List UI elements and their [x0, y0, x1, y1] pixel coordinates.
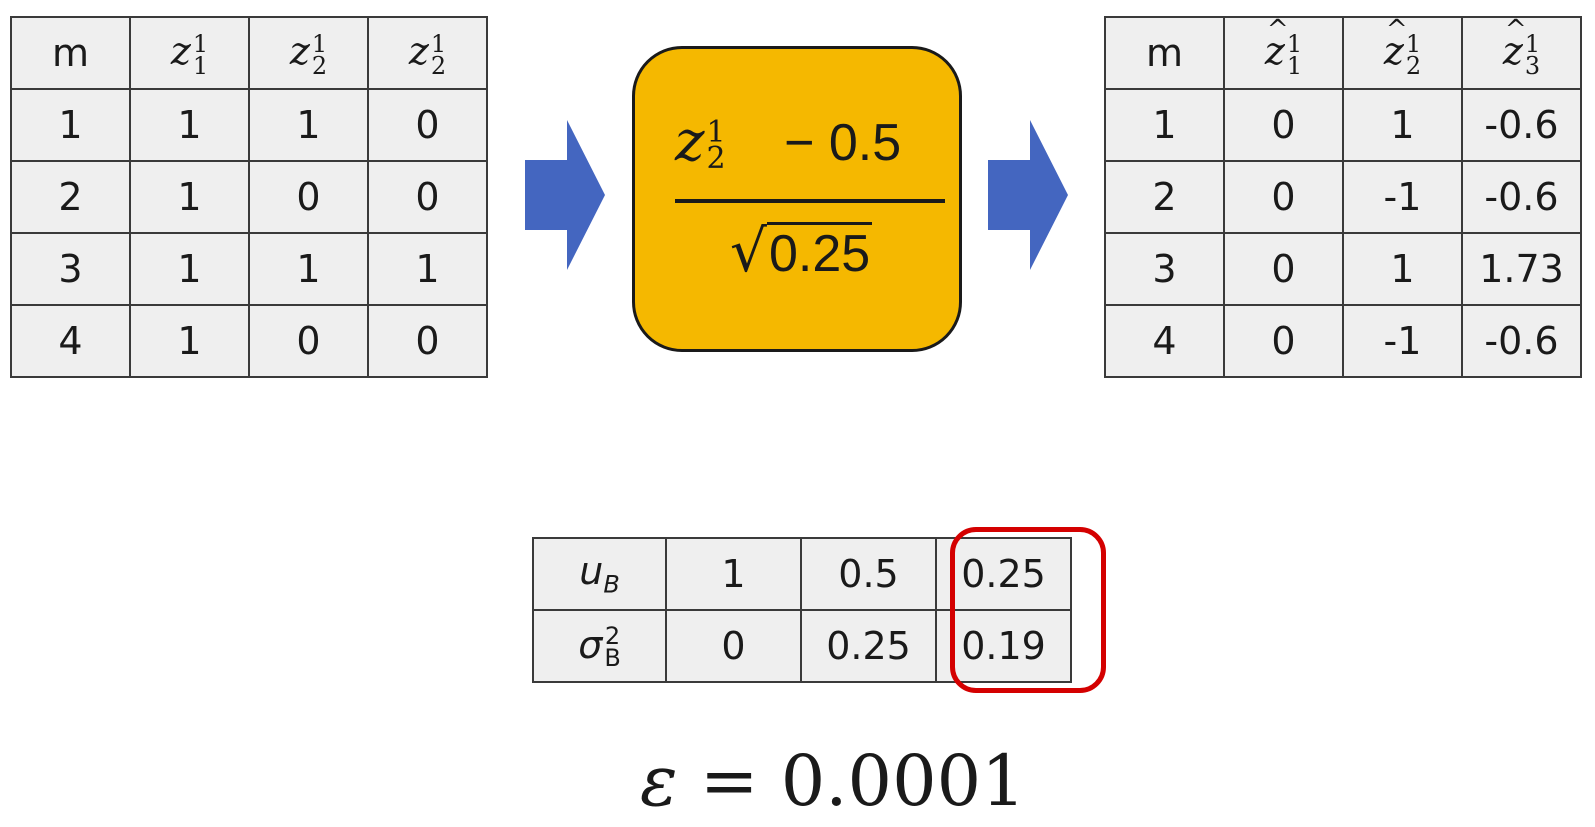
table-row: 4 0 -1 -0.6 [1104, 304, 1582, 378]
table-row: 1 0 1 -0.6 [1104, 88, 1582, 162]
table-cell: 1 [248, 88, 369, 162]
table-cell: 1 [248, 232, 369, 306]
table-cell: 4 [1104, 304, 1225, 378]
table-cell: 3 [10, 232, 131, 306]
table-row: 3 1 1 1 [10, 232, 488, 306]
output-header-cell: m [1104, 16, 1225, 90]
output-header-cell: z11 [1223, 15, 1344, 90]
table-row: 1 1 1 0 [10, 88, 488, 162]
output-header-cell: z12 [1342, 15, 1463, 90]
table-cell: 2 [1104, 160, 1225, 234]
table-cell: 1 [129, 88, 250, 162]
output-table: m z11 z12 z13 1 0 1 -0.6 2 0 -1 -0.6 3 0… [1104, 15, 1582, 378]
table-cell: 1 [1342, 232, 1463, 306]
right-arrow-icon [988, 120, 1068, 270]
mean-label: uB [532, 537, 667, 611]
arrow-shape [525, 120, 605, 270]
table-cell: 1 [367, 232, 488, 306]
formula-numerator-rest: − 0.5 [784, 114, 902, 172]
fraction-bar [675, 199, 945, 203]
epsilon-value: = 0.0001 [699, 740, 1026, 822]
input-header-cell: m [10, 16, 131, 90]
sqrt-icon: √ [730, 217, 767, 285]
table-cell: 1 [1104, 88, 1225, 162]
table-cell: 0 [1223, 232, 1344, 306]
table-cell: 1.73 [1461, 232, 1582, 306]
table-cell: 0 [367, 160, 488, 234]
arrow-shape [988, 120, 1068, 270]
table-row: 4 1 0 0 [10, 304, 488, 378]
table-cell: 2 [10, 160, 131, 234]
table-cell: -0.6 [1461, 160, 1582, 234]
formula-radicand: 0.25 [766, 222, 873, 283]
output-header-cell: z13 [1461, 15, 1582, 90]
output-header-row: m z11 z12 z13 [1104, 15, 1582, 90]
table-cell: 0 [248, 304, 369, 378]
right-arrow-icon [525, 120, 605, 270]
epsilon-symbol: ε [640, 740, 678, 822]
table-cell: 0.25 [800, 609, 937, 683]
table-cell: 0 [665, 609, 802, 683]
table-row: 2 0 -1 -0.6 [1104, 160, 1582, 234]
table-cell: 0 [248, 160, 369, 234]
table-cell: 1 [10, 88, 131, 162]
table-cell: 1 [129, 232, 250, 306]
table-cell: 0.19 [935, 609, 1072, 683]
table-row: 2 1 0 0 [10, 160, 488, 234]
table-cell: 0.5 [800, 537, 937, 611]
epsilon-equation: ε = 0.0001 [640, 740, 1026, 822]
table-cell: -1 [1342, 160, 1463, 234]
table-cell: -0.6 [1461, 304, 1582, 378]
table-cell: 0 [1223, 160, 1344, 234]
table-cell: 0 [1223, 88, 1344, 162]
table-cell: 1 [129, 160, 250, 234]
table-cell: 1 [665, 537, 802, 611]
table-cell: -0.6 [1461, 88, 1582, 162]
table-cell: 0 [367, 88, 488, 162]
table-cell: -1 [1342, 304, 1463, 378]
formula-denominator: √0.25 [730, 217, 873, 285]
table-cell: 3 [1104, 232, 1225, 306]
table-cell: 1 [129, 304, 250, 378]
table-cell: 4 [10, 304, 131, 378]
table-cell: 0 [1223, 304, 1344, 378]
table-cell: 1 [1342, 88, 1463, 162]
table-cell: 0 [367, 304, 488, 378]
table-row: 3 0 1 1.73 [1104, 232, 1582, 306]
table-row: uB 1 0.5 0.25 [532, 537, 1072, 611]
highlight-box [950, 527, 1106, 693]
